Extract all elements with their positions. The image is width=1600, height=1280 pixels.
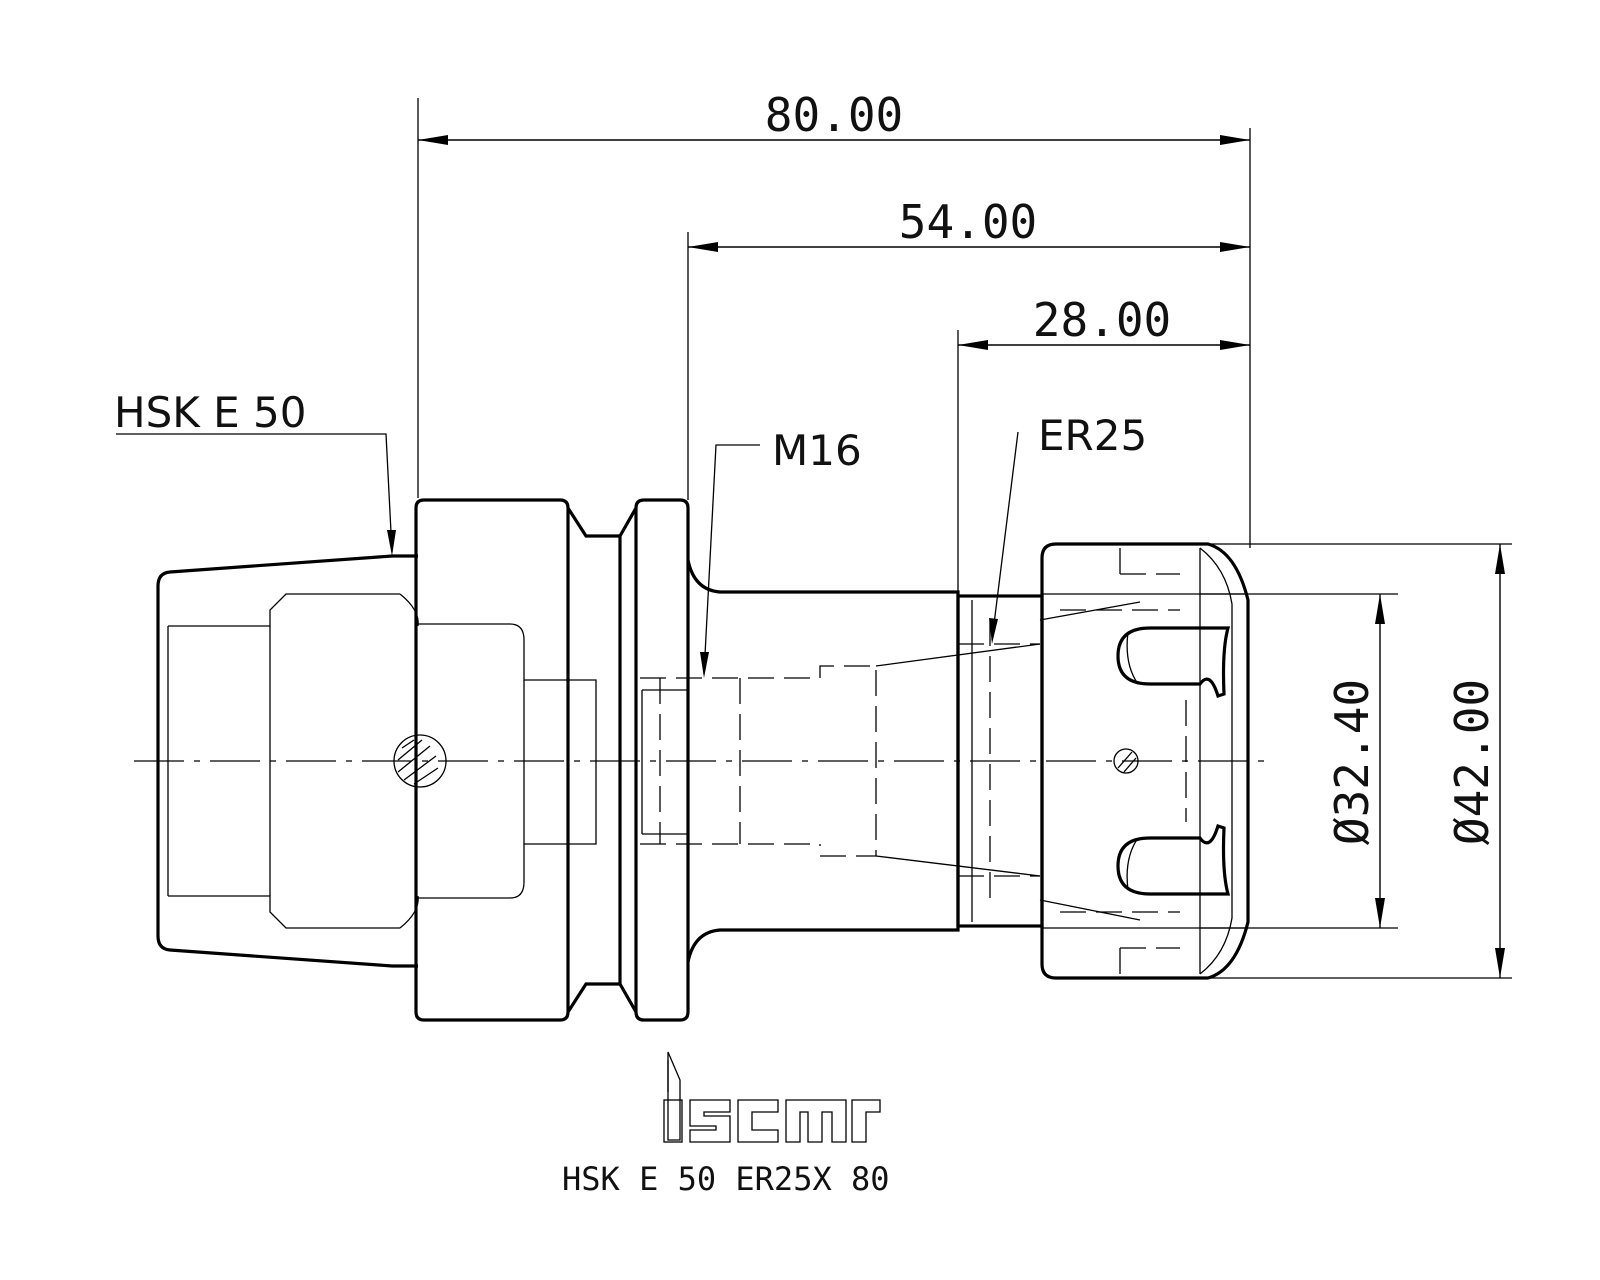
dimension-28-label: 28.00 <box>1033 293 1171 347</box>
callout-thread-label: M16 <box>772 426 862 475</box>
dimension-32-label: Ø32.40 <box>1325 679 1379 845</box>
callout-hsk: HSK E 50 <box>114 388 396 556</box>
dimension-nut-length: 28.00 <box>958 293 1250 350</box>
iscar-logo: iscar <box>663 1051 881 1143</box>
flange-collar <box>414 498 638 1022</box>
er-collet-nut <box>1039 542 1250 980</box>
dimension-flange-to-front: 54.00 <box>688 195 1250 252</box>
callout-collet: ER25 <box>989 411 1147 644</box>
dimension-outer-diameter: Ø42.00 <box>1445 544 1505 978</box>
callout-hsk-label: HSK E 50 <box>114 388 306 437</box>
dimension-80-label: 80.00 <box>765 88 903 142</box>
part-caption: HSK E 50 ER25X 80 <box>562 1160 890 1198</box>
hsk-taper-shank <box>156 554 447 968</box>
dimension-overall-length: 80.00 <box>418 88 1250 145</box>
dimension-54-label: 54.00 <box>899 195 1037 249</box>
callout-collet-label: ER25 <box>1038 411 1147 460</box>
callout-thread: M16 <box>700 426 862 678</box>
dimension-inner-diameter: Ø32.40 <box>1325 594 1385 928</box>
dimension-42-label: Ø42.00 <box>1445 679 1499 845</box>
flange-ring <box>634 498 690 1022</box>
